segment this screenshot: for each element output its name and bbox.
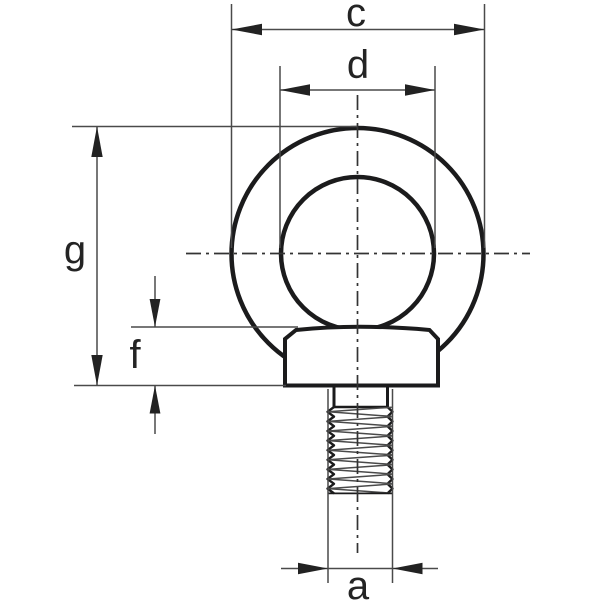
dimension-a: a [281,389,438,600]
centerlines [186,95,530,553]
dimension-c: c [230,0,486,248]
f-arrow-top [149,299,161,327]
d-arrow-left [280,84,310,96]
collar [283,324,440,388]
dimension-label-c: c [346,0,366,35]
thread-crest-lines [328,406,392,494]
c-arrow-left [231,23,262,36]
f-arrow-bottom [149,385,161,414]
dimension-label-f: f [129,333,141,377]
threaded-shank [326,405,394,495]
d-arrow-right [405,84,435,96]
shank-neck [332,385,389,408]
c-arrow-right [454,23,485,36]
dimension-f: f [129,276,298,434]
dimension-label-d: d [347,43,369,87]
dimension-label-g: g [64,228,86,272]
dimension-label-a: a [347,564,370,600]
dimension-g: g [64,125,357,387]
g-arrow-top [91,126,103,157]
dimension-d: d [279,43,436,248]
g-arrow-bottom [91,355,103,386]
a-arrow-left [298,562,328,575]
a-arrow-right [392,562,423,575]
